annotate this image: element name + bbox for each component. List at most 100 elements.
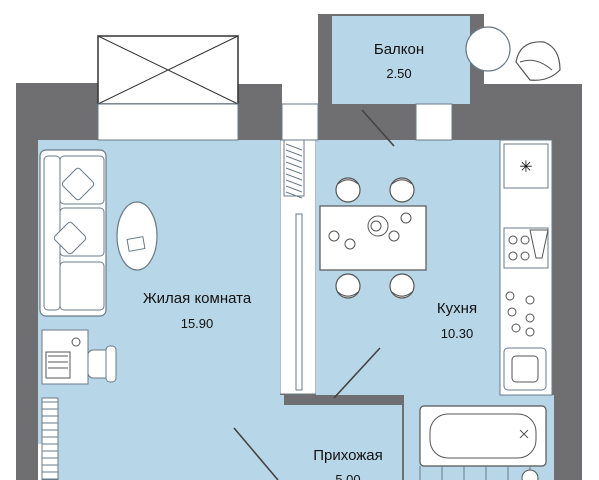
plate bbox=[400, 212, 412, 224]
desk-icon bbox=[41, 329, 89, 385]
chair-back bbox=[391, 179, 413, 185]
bathtub-icon bbox=[419, 405, 547, 467]
shelf-line bbox=[285, 143, 303, 151]
dial bbox=[525, 295, 535, 305]
shelf-line bbox=[285, 149, 303, 157]
room-area-living-room: 15.90 bbox=[181, 316, 214, 331]
dial bbox=[507, 307, 517, 317]
window-icon bbox=[97, 35, 239, 141]
window-kitchen bbox=[415, 103, 453, 141]
plate-large bbox=[367, 215, 389, 237]
floor-passage bbox=[280, 395, 284, 480]
sink-outer bbox=[503, 347, 547, 391]
chair-back bbox=[391, 291, 413, 297]
room-label-living-room: Жилая комната 15.90 bbox=[143, 290, 252, 331]
lounge-chair-icon bbox=[515, 41, 561, 81]
door-leaf-kitchen bbox=[333, 347, 381, 399]
toilet-icon bbox=[521, 469, 539, 480]
plate bbox=[344, 238, 356, 250]
cushion bbox=[53, 221, 87, 255]
snowflake-icon: ✳ bbox=[519, 159, 532, 176]
door-icon bbox=[333, 347, 381, 399]
window-diagonal bbox=[97, 35, 239, 105]
chair-seat bbox=[389, 273, 415, 299]
window-pier bbox=[281, 103, 319, 141]
sofa-icon bbox=[39, 149, 107, 317]
door-leaf-balcony bbox=[361, 109, 395, 147]
stove-icon bbox=[503, 227, 549, 269]
table-icon bbox=[319, 205, 427, 271]
shelf-line bbox=[285, 185, 303, 193]
sofa-seat bbox=[59, 261, 105, 311]
chair-icon bbox=[389, 177, 415, 203]
burner bbox=[508, 235, 518, 245]
chair-seat bbox=[335, 177, 361, 203]
chair-back bbox=[337, 291, 359, 297]
burner bbox=[508, 251, 518, 261]
counter-icon: ✳ bbox=[499, 139, 553, 396]
round-table-icon bbox=[465, 26, 511, 72]
bathtub-inner bbox=[429, 413, 537, 459]
floor-hallway bbox=[284, 405, 402, 480]
shelf-line bbox=[285, 173, 303, 181]
doors bbox=[233, 109, 395, 480]
door-leaf-living bbox=[233, 427, 279, 480]
room-area-hallway: 5.00 bbox=[335, 472, 360, 480]
office-chair-icon bbox=[87, 345, 117, 383]
window-sill bbox=[97, 103, 239, 141]
wardrobe-rail bbox=[295, 213, 303, 391]
room-area-balcony: 2.50 bbox=[386, 66, 411, 81]
dial bbox=[511, 323, 521, 333]
plate bbox=[388, 230, 400, 242]
shelf-line bbox=[285, 191, 303, 199]
chair-icon bbox=[335, 273, 361, 299]
door-icon bbox=[233, 427, 279, 480]
dial bbox=[525, 327, 535, 337]
magazine bbox=[126, 236, 146, 252]
balcony-table bbox=[465, 26, 511, 72]
lounge-chair-seat bbox=[519, 59, 553, 71]
shelf-line bbox=[285, 167, 303, 175]
room-name-living-room: Жилая комната bbox=[143, 290, 252, 307]
plate bbox=[328, 230, 340, 242]
dining-table bbox=[319, 205, 427, 271]
burner bbox=[520, 251, 530, 261]
dial bbox=[505, 291, 515, 301]
chair-back bbox=[105, 345, 117, 383]
fridge-icon: ✳ bbox=[503, 143, 549, 189]
chair-seat bbox=[389, 177, 415, 203]
radiator-icon bbox=[41, 397, 59, 480]
room-name-kitchen: Кухня bbox=[437, 300, 477, 317]
windows bbox=[38, 35, 453, 480]
room-label-kitchen: Кухня 10.30 bbox=[437, 300, 477, 341]
cushion bbox=[61, 167, 95, 201]
round-table-icon bbox=[116, 201, 158, 271]
faucet bbox=[519, 429, 529, 439]
door-icon bbox=[361, 109, 395, 147]
balcony-wall-left bbox=[318, 14, 332, 106]
room-area-kitchen: 10.30 bbox=[441, 326, 474, 341]
chair-icon bbox=[389, 273, 415, 299]
room-name-hallway: Прихожая bbox=[313, 447, 383, 464]
mug bbox=[71, 337, 81, 347]
shelf-line bbox=[285, 161, 303, 169]
bathtub-outer bbox=[419, 405, 547, 467]
furniture: ✳ bbox=[39, 26, 561, 480]
sink-icon bbox=[503, 347, 547, 391]
appliance-icon bbox=[505, 291, 535, 337]
shelf-icon bbox=[283, 139, 305, 199]
burner bbox=[520, 235, 530, 245]
floor-balcony bbox=[332, 16, 470, 104]
window-left bbox=[38, 444, 42, 480]
fridge-box bbox=[503, 143, 549, 189]
radiator-body bbox=[41, 397, 59, 480]
chair-seat bbox=[335, 273, 361, 299]
room-label-hallway: Прихожая 5.00 bbox=[313, 447, 383, 480]
coffee-table bbox=[116, 201, 158, 271]
shelf-line bbox=[285, 179, 303, 187]
room-name-balcony: Балкон bbox=[374, 41, 424, 58]
hood bbox=[529, 229, 549, 259]
shelf-line bbox=[285, 155, 303, 163]
sink-basin bbox=[511, 355, 539, 383]
